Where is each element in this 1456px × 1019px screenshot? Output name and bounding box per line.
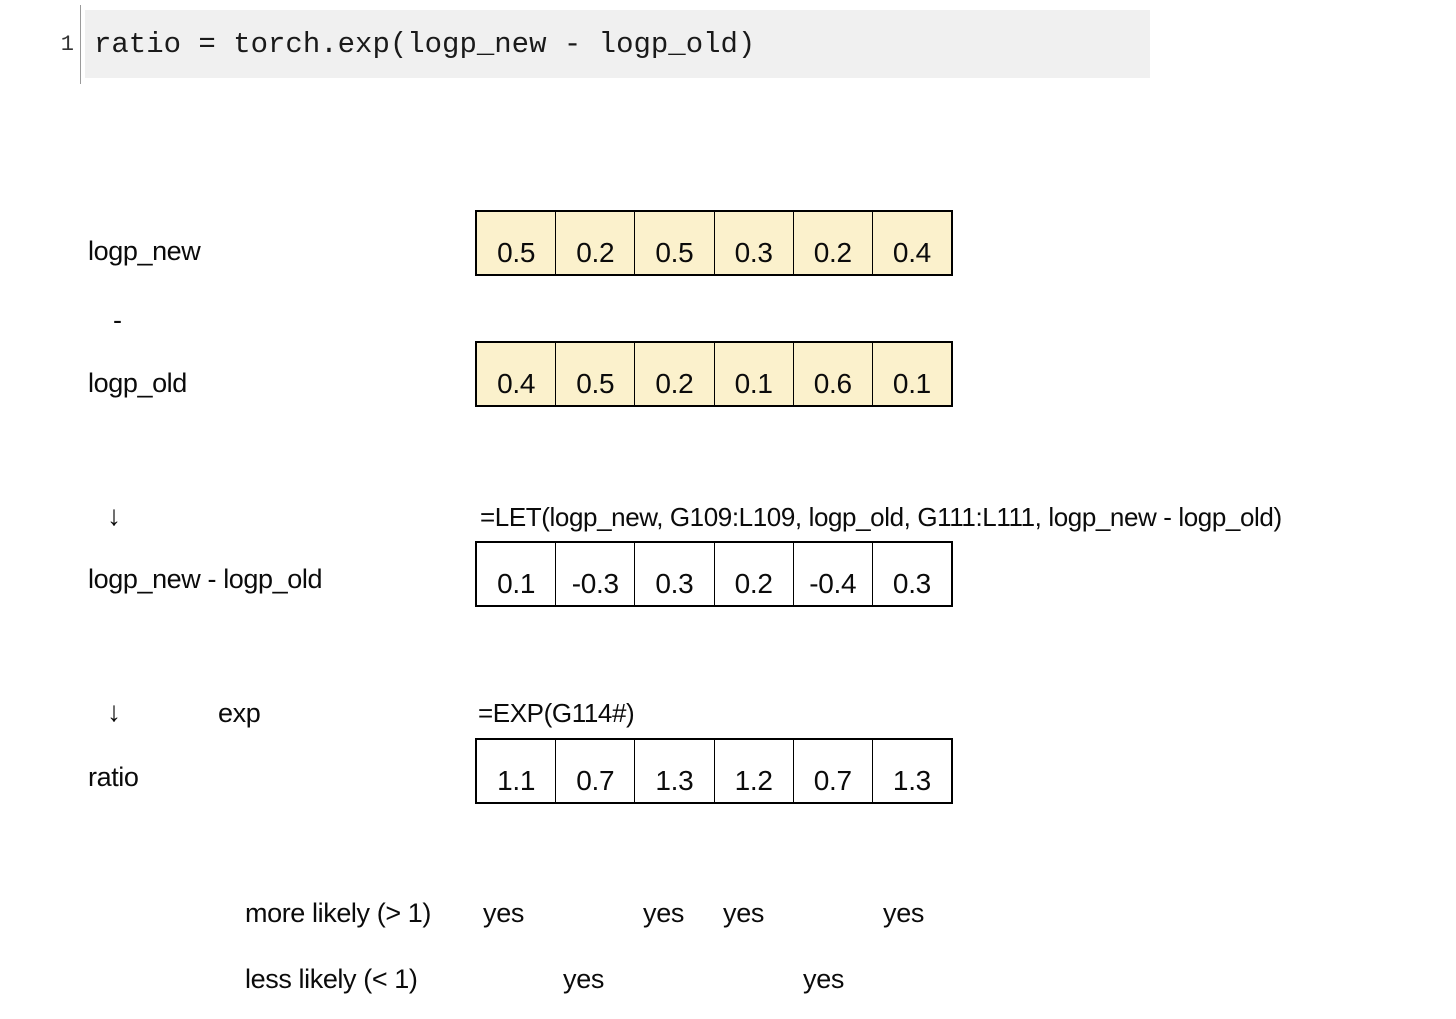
minus-operator: -: [113, 305, 122, 335]
ratio-vector: 1.1 0.7 1.3 1.2 0.7 1.3: [475, 738, 953, 804]
logp-new-cell: 0.5: [634, 212, 713, 274]
ratio-cell: 1.1: [497, 765, 536, 796]
diff-vector: 0.1 -0.3 0.3 0.2 -0.4 0.3: [475, 541, 953, 607]
diff-cell: 0.1: [497, 568, 536, 599]
exp-formula: =EXP(G114#): [478, 698, 635, 728]
more-likely-mark: yes: [643, 898, 685, 928]
code-snippet: ratio = torch.exp(logp_new - logp_old): [94, 27, 756, 61]
more-likely-label: more likely (> 1): [245, 898, 431, 928]
ratio-label: ratio: [88, 762, 139, 792]
diff-cell: -0.4: [792, 543, 872, 605]
logp-old-cell: 0.6: [792, 343, 872, 405]
logp-new-cell: 0.2: [555, 212, 634, 274]
more-likely-mark: yes: [723, 898, 765, 928]
logp-old-label: logp_old: [88, 368, 187, 398]
logp-old-cell: 0.4: [497, 368, 536, 399]
down-arrow-icon: ↓: [107, 696, 121, 727]
down-arrow-icon: ↓: [107, 500, 121, 531]
diff-cell: 0.3: [871, 543, 951, 605]
code-gutter-divider: [80, 5, 81, 84]
logp-old-cell: 0.1: [713, 343, 793, 405]
logp-new-vector: 0.5 0.2 0.5 0.3 0.2 0.4: [475, 210, 953, 276]
logp-old-vector: 0.4 0.5 0.2 0.1 0.6 0.1: [475, 341, 953, 407]
ratio-cell: 1.2: [713, 740, 793, 802]
code-block-background: [85, 10, 1150, 78]
diff-cell: 0.2: [713, 543, 793, 605]
logp-new-cell: 0.2: [792, 212, 872, 274]
logp-new-cell: 0.3: [713, 212, 793, 274]
ratio-cell: 0.7: [555, 740, 634, 802]
logp-new-cell: 0.4: [871, 212, 951, 274]
less-likely-mark: yes: [563, 964, 605, 994]
ratio-cell: 0.7: [792, 740, 872, 802]
let-formula: =LET(logp_new, G109:L109, logp_old, G111…: [480, 502, 1282, 532]
less-likely-mark: yes: [803, 964, 845, 994]
exp-label: exp: [218, 698, 261, 728]
diff-label: logp_new - logp_old: [88, 564, 323, 594]
more-likely-mark: yes: [883, 898, 925, 928]
diff-cell: 0.3: [634, 543, 713, 605]
logp-new-label: logp_new: [88, 236, 201, 266]
ratio-cell: 1.3: [634, 740, 713, 802]
logp-old-cell: 0.2: [634, 343, 713, 405]
less-likely-label: less likely (< 1): [245, 964, 418, 994]
code-line-number: 1: [60, 31, 74, 57]
ratio-cell: 1.3: [871, 740, 951, 802]
logp-new-cell: 0.5: [497, 237, 536, 268]
more-likely-mark: yes: [483, 898, 525, 928]
logp-old-cell: 0.1: [871, 343, 951, 405]
diff-cell: -0.3: [555, 543, 634, 605]
logp-old-cell: 0.5: [555, 343, 634, 405]
